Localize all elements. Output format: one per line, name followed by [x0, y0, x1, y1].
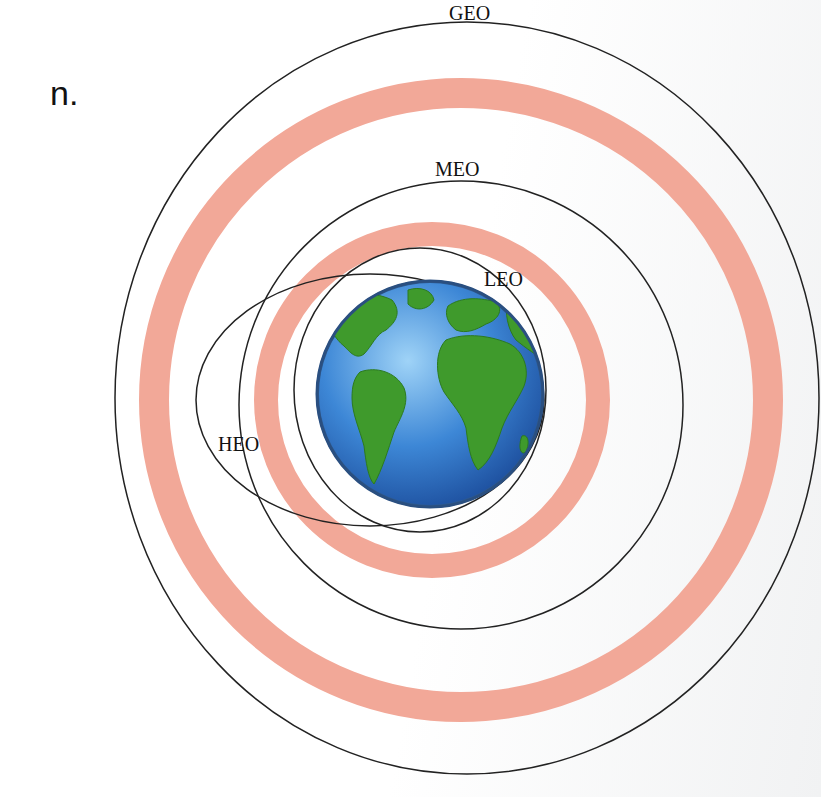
- geo-orbit: [115, 22, 819, 774]
- heo-orbit: [196, 274, 544, 526]
- orbit-label: LEO: [482, 268, 525, 290]
- orbit-label: GEO: [447, 2, 492, 24]
- leo-orbit: [294, 248, 546, 532]
- earth-rim: [317, 281, 543, 507]
- meo-orbit: [239, 181, 683, 629]
- inner-band: [266, 234, 598, 566]
- orbit-label: MEO: [433, 158, 481, 180]
- slide-text-fragment: n.: [50, 76, 78, 110]
- outer-band: [154, 93, 768, 707]
- orbit-label: HEO: [216, 433, 261, 455]
- earth: [316, 280, 544, 508]
